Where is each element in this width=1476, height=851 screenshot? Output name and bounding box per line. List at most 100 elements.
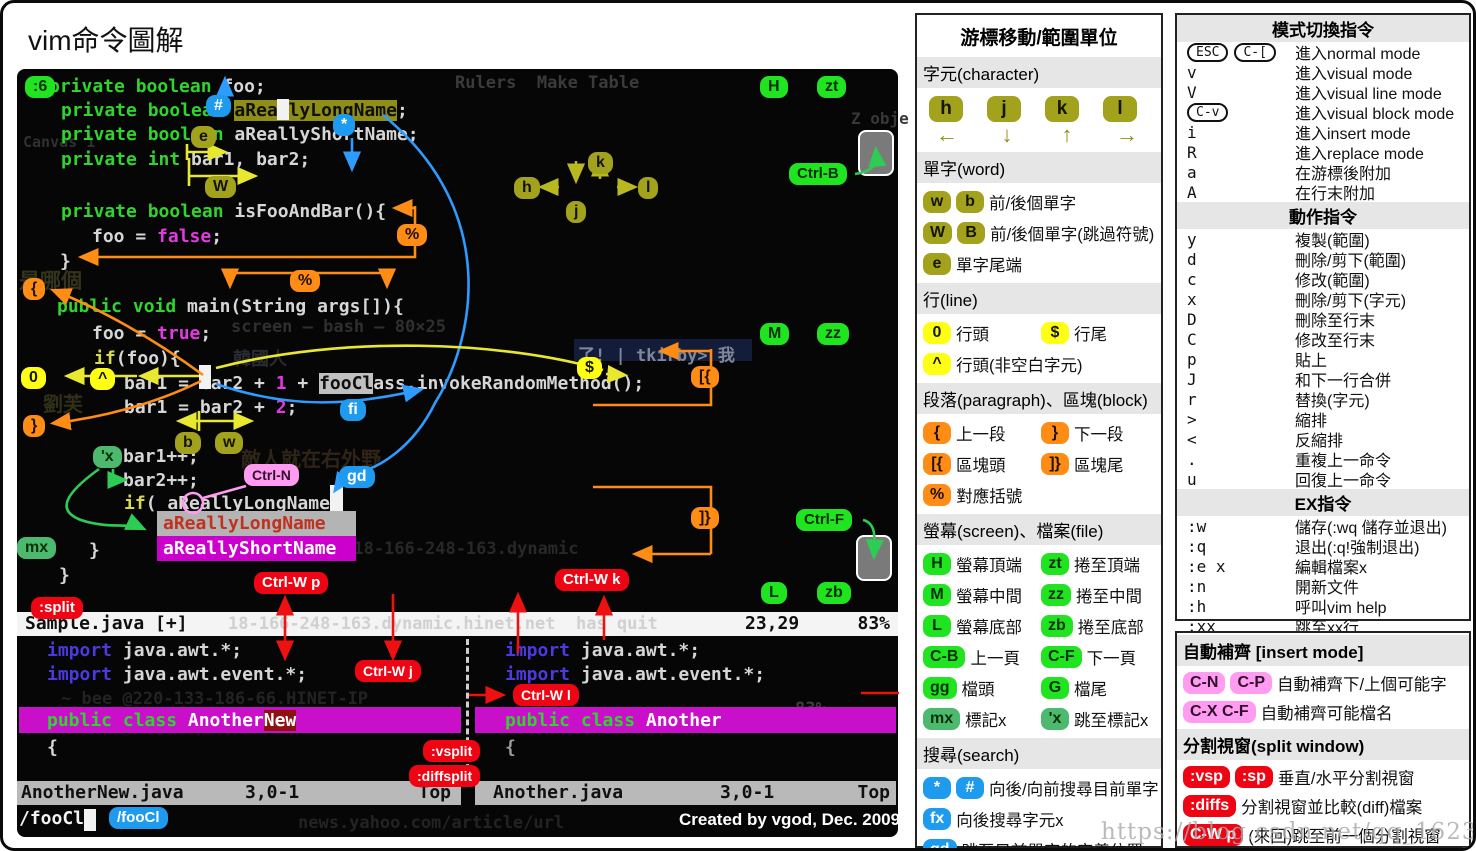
key-badge-x: 'x xyxy=(93,446,122,468)
key-description: 檔尾 xyxy=(1074,681,1107,699)
key-description: 捲至底部 xyxy=(1077,619,1144,637)
key-description: 向後/向前搜尋目前單字 xyxy=(989,781,1159,799)
completion-item[interactable]: aReallyLongName xyxy=(157,511,356,536)
completion-item[interactable]: aReallyShortName xyxy=(157,536,356,561)
code-segment: foo; xyxy=(211,76,266,97)
command-description: 進入visual block mode xyxy=(1295,106,1455,123)
key-mx: mx xyxy=(923,708,961,730)
key-C: C xyxy=(1187,329,1197,349)
command-description: 進入visual line mode xyxy=(1295,86,1442,103)
command-keys: :xx xyxy=(1187,617,1295,636)
left-pane-pos: 3,0-1 xyxy=(245,782,300,803)
scrollbar-thumb-top[interactable] xyxy=(858,130,894,176)
key-description: 螢幕頂端 xyxy=(956,557,1022,575)
command-keys: D xyxy=(1187,310,1295,329)
key-description: 捲至頂端 xyxy=(1074,557,1140,575)
command-row: .重複上一命令 xyxy=(1177,449,1469,471)
statusbar-percent: 83% xyxy=(857,613,890,634)
key-row: gd跳至目前單字的定義位置 xyxy=(923,838,1157,848)
code-segment: foo = xyxy=(92,226,158,247)
code-segment: ass.invokeRandomMethod(); xyxy=(373,373,645,394)
code-segment: java.awt.event.*; xyxy=(112,664,308,685)
cursor-block xyxy=(84,809,96,831)
code-segment: bar2++; xyxy=(123,470,199,491)
command-description: 呼叫vim help xyxy=(1295,600,1387,617)
panel-mode-title: 模式切換指令 xyxy=(1177,15,1469,42)
direction-arrow-icon: → xyxy=(1116,122,1138,147)
command-description: 刪除至行末 xyxy=(1295,313,1376,330)
key-badge-L: L xyxy=(761,582,787,604)
code-line: bar1 = bar2 + 2; xyxy=(124,397,297,419)
command-keys: :e x xyxy=(1187,557,1295,576)
key-:sp: :sp xyxy=(1234,766,1273,788)
key-badge-: ^ xyxy=(90,368,116,390)
statusbar-left-pane: AnotherNew.java 3,0-1 Top xyxy=(17,781,461,805)
key-H: H xyxy=(923,553,951,575)
key-C-W p: C-W p xyxy=(1183,824,1244,846)
key-badge-CtrlWl: Ctrl-W l xyxy=(513,684,579,706)
command-description: 編輯檔案x xyxy=(1295,560,1368,577)
key-badge-: * xyxy=(333,114,356,136)
key-{: { xyxy=(923,422,951,444)
key-badge-CtrlB: Ctrl-B xyxy=(789,163,847,185)
key-description: 跳至標記x xyxy=(1074,712,1149,730)
code-segment: 1 xyxy=(275,373,287,394)
key-badge-diffsplit: :diffsplit xyxy=(409,765,481,787)
key-cell: %對應括號 xyxy=(923,483,1022,507)
hjkl-direction-arrows: ←↓↑→ xyxy=(917,122,1161,150)
command-keys: A xyxy=(1187,183,1295,202)
code-segment: import xyxy=(505,640,571,661)
code-segment: + xyxy=(286,373,320,394)
key-cell: ]}區塊尾 xyxy=(1041,452,1124,476)
key-badge-CtrlWp: Ctrl-W p xyxy=(254,572,329,594)
section-header: 螢幕(screen)、檔案(file) xyxy=(917,514,1161,545)
key-badge-0: 0 xyxy=(21,367,46,389)
command-description: 縮排 xyxy=(1295,413,1328,430)
key-description: 單字尾端 xyxy=(956,257,1022,275)
key-badge-: } xyxy=(23,415,46,437)
command-description: 刪除/剪下(範圍) xyxy=(1295,253,1407,270)
key-M: M xyxy=(923,584,951,606)
key-cell: $行尾 xyxy=(1041,321,1107,345)
left-pane-filename: AnotherNew.java xyxy=(21,782,184,803)
key-C-N: C-N xyxy=(1183,672,1226,694)
code-segment: import xyxy=(47,664,113,685)
key-:e x: :e x xyxy=(1187,556,1226,576)
section-header: 自動補齊 [insert mode] xyxy=(1177,635,1469,666)
command-keys: x xyxy=(1187,290,1295,309)
key-k: k xyxy=(1045,96,1079,122)
command-keys: :h xyxy=(1187,597,1295,616)
code-segment: } xyxy=(59,565,70,586)
credit-text: Created by vgod, Dec. 2009 xyxy=(679,810,901,829)
split-divider[interactable] xyxy=(466,639,469,779)
code-segment: if xyxy=(124,493,146,514)
scrollbar-thumb-bottom[interactable] xyxy=(856,535,892,581)
command-keys: r xyxy=(1187,390,1295,409)
key-description: 分割視窗並比較(diff)檔案 xyxy=(1241,799,1423,817)
ghost-text: Rulers Make Table xyxy=(455,73,640,93)
key-zb: zb xyxy=(1041,615,1073,637)
page-title: vim命令圖解 xyxy=(28,25,184,56)
command-keys: :q xyxy=(1187,537,1295,556)
command-description: 進入insert mode xyxy=(1295,126,1411,143)
command-line[interactable]: /fooCl xyxy=(19,808,85,829)
